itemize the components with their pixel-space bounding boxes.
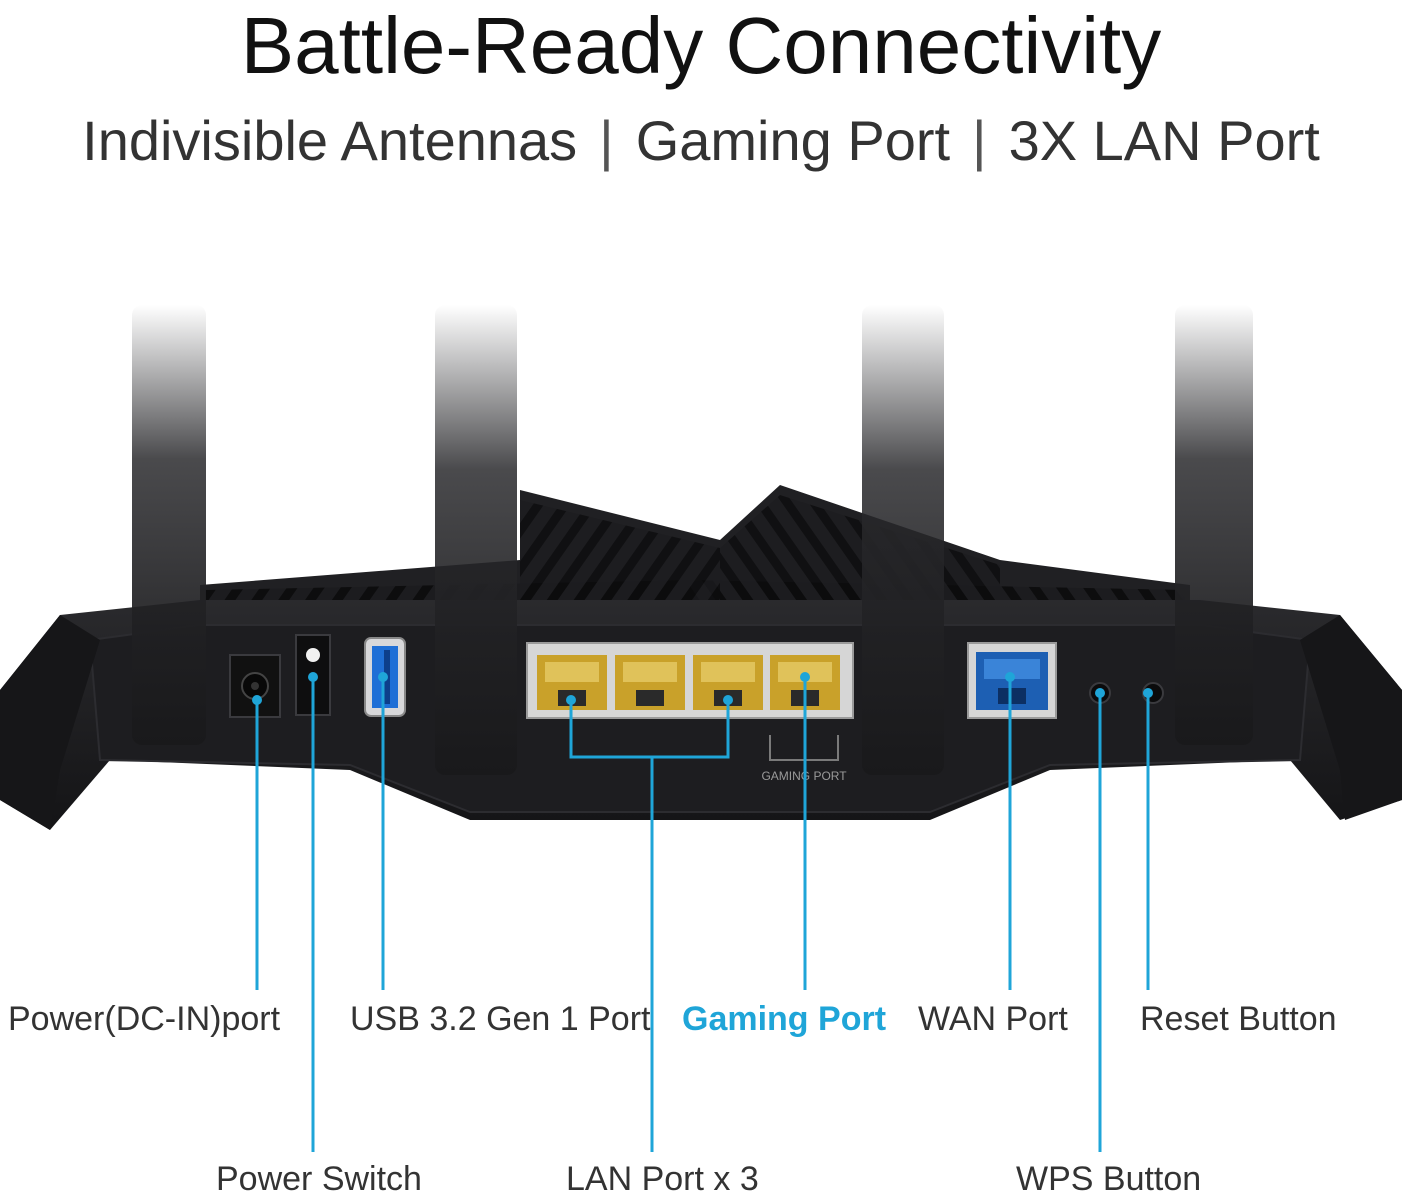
feature-antennas: Indivisible Antennas: [82, 109, 578, 172]
callout-lines: [252, 672, 1153, 1152]
label-reset-button: Reset Button: [1140, 1000, 1337, 1038]
lan-port-2: [693, 655, 763, 710]
antennas: [132, 305, 1253, 775]
label-lan-ports: LAN Port x 3: [566, 1160, 759, 1198]
feature-lan-ports: 3X LAN Port: [1008, 109, 1320, 172]
antenna: [132, 305, 206, 745]
antenna: [862, 305, 944, 775]
page-title: Battle-Ready Connectivity: [240, 1, 1162, 90]
leader-lan-bracket: [569, 700, 730, 759]
antenna: [435, 305, 517, 775]
lan-port-block: GAMING PORT: [526, 642, 854, 783]
dc-power-jack: [229, 654, 281, 718]
feature-separator: |: [972, 109, 987, 172]
feature-subtitle: Indivisible Antennas | Gaming Port | 3X LAN …: [0, 108, 1402, 173]
label-wps-button: WPS Button: [1016, 1160, 1202, 1198]
label-power-dc-in: Power(DC-IN)port: [8, 1000, 281, 1038]
lan-port-3: [615, 655, 685, 710]
label-wan-port: WAN Port: [918, 1000, 1068, 1038]
label-gaming-port: Gaming Port: [682, 1000, 887, 1038]
feature-gaming-port: Gaming Port: [635, 109, 951, 172]
feature-separator: |: [599, 109, 614, 172]
label-power-switch: Power Switch: [216, 1160, 422, 1198]
antenna: [1175, 305, 1253, 745]
label-usb-port: USB 3.2 Gen 1 Port: [350, 1000, 651, 1038]
